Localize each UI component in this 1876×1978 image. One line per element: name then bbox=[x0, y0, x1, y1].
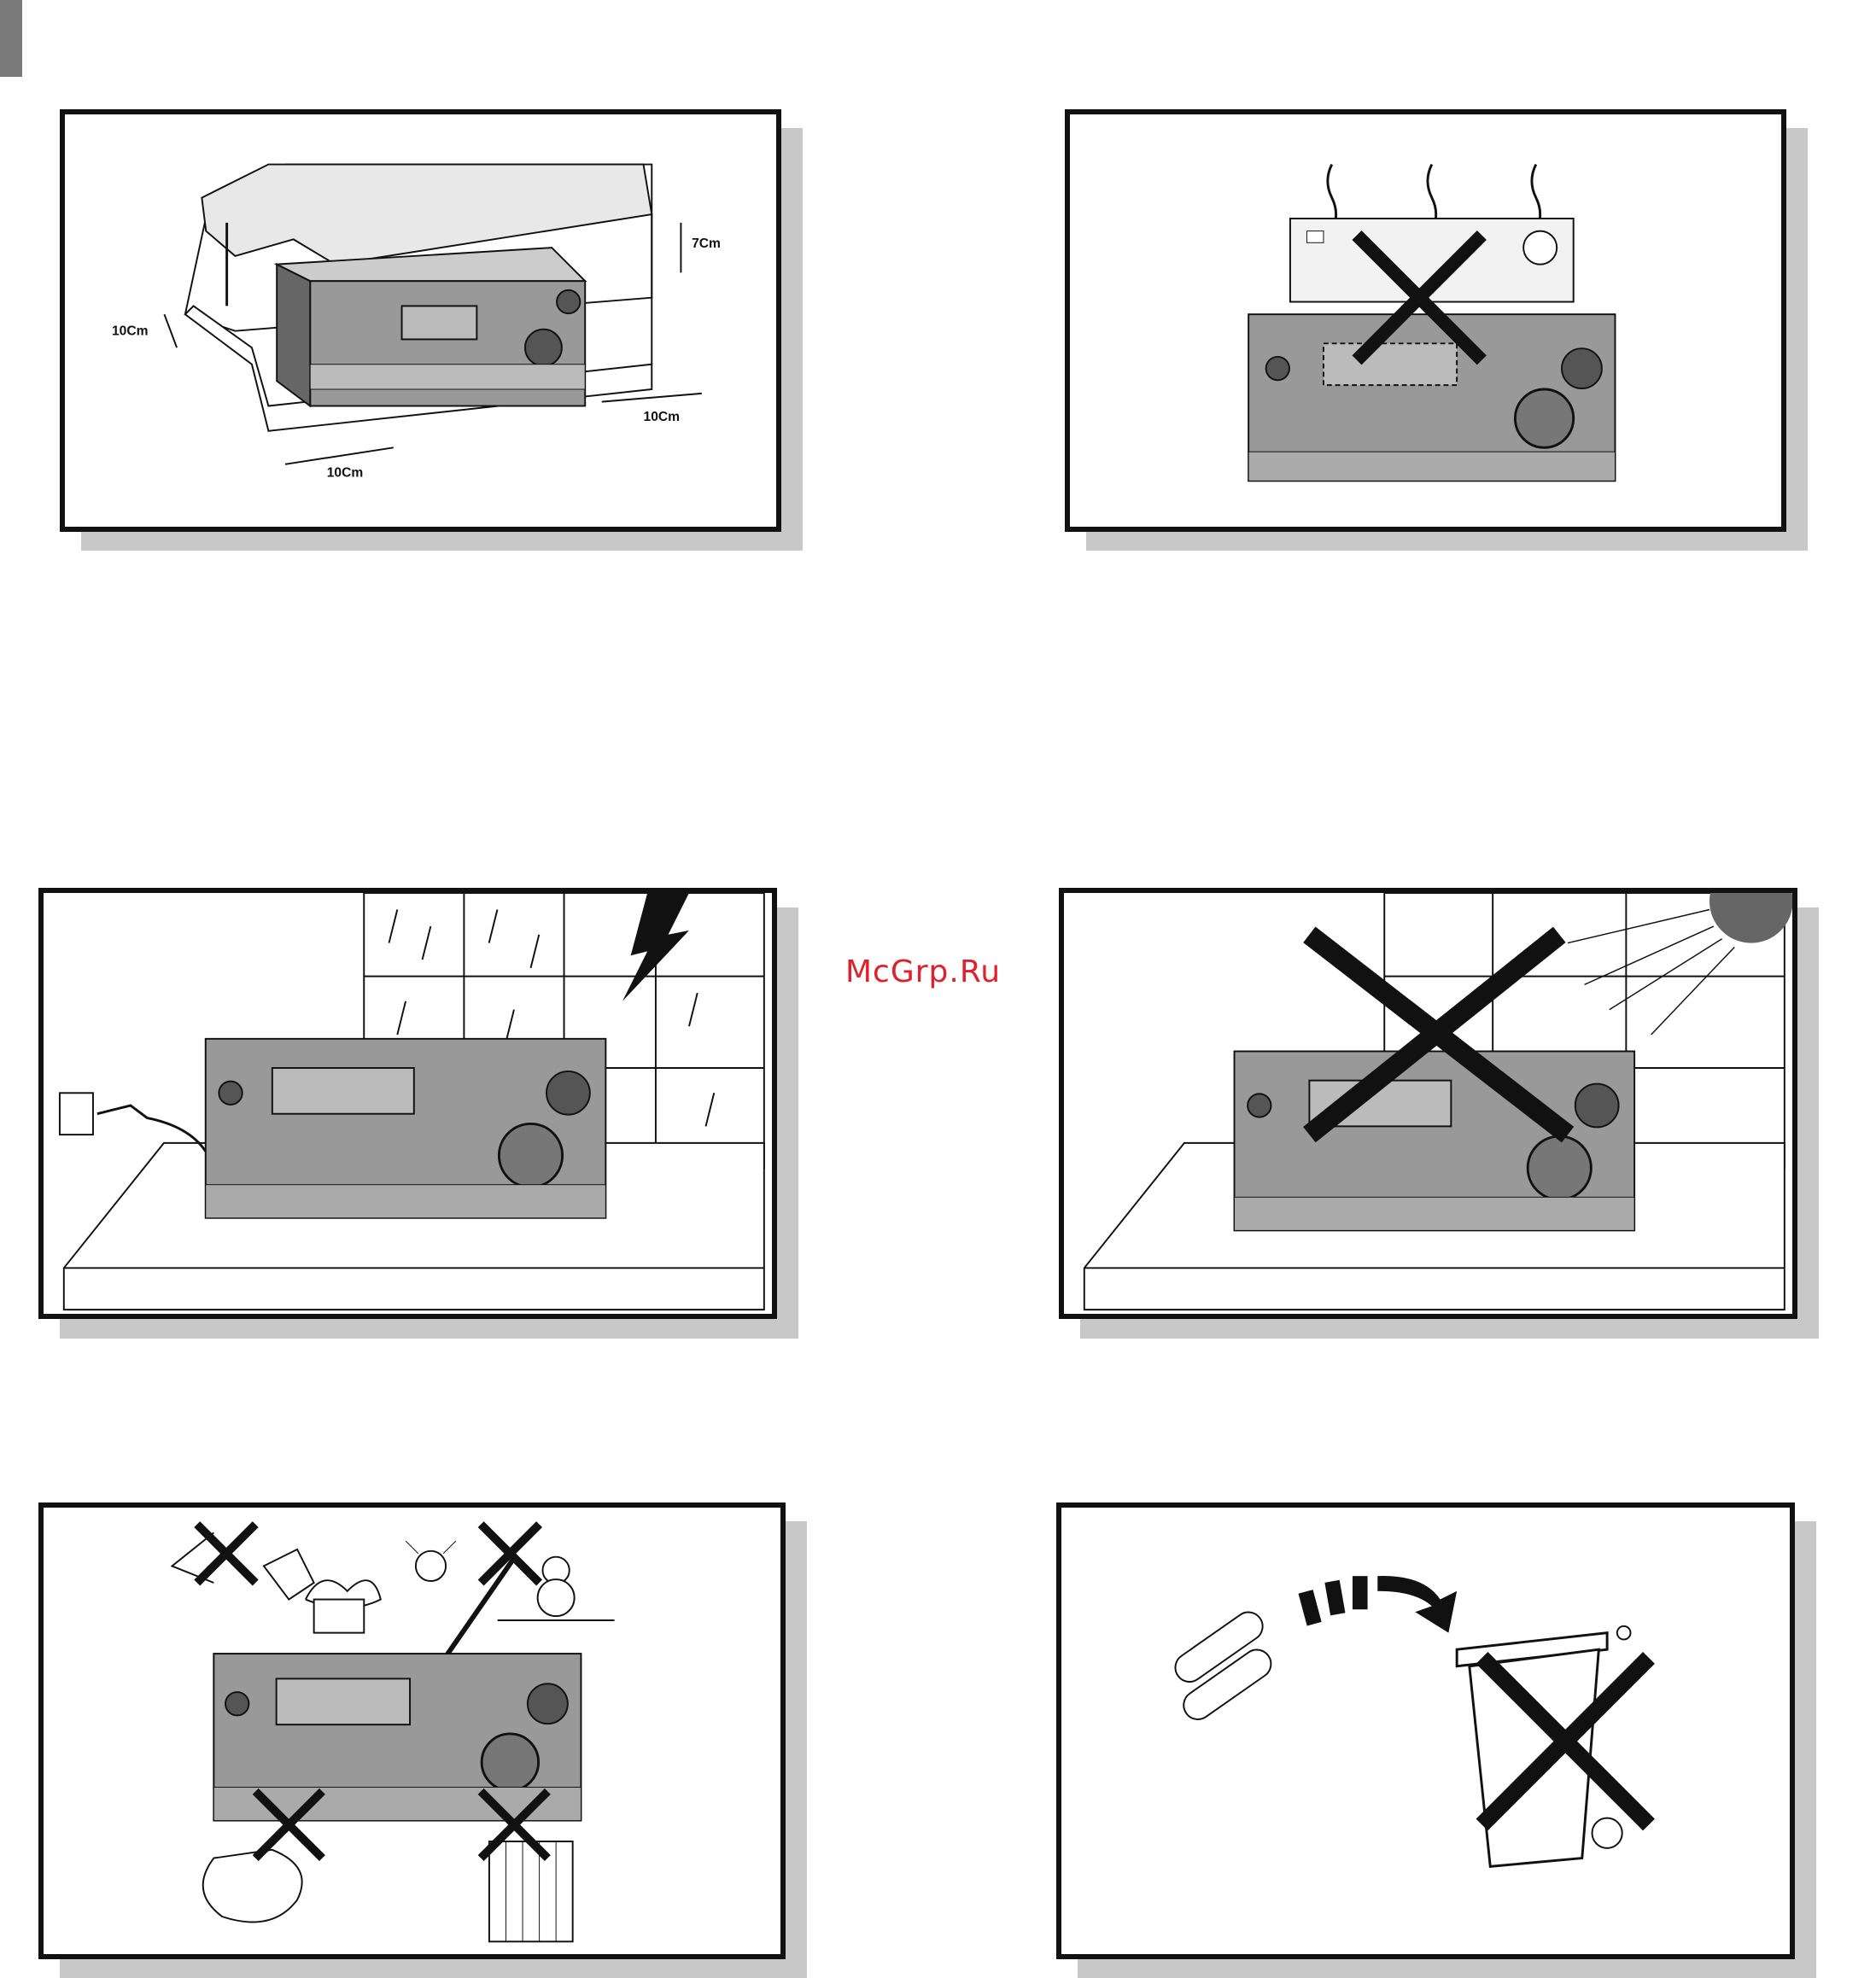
battery-disposal-illustration bbox=[1061, 1508, 1790, 1954]
stacking-illustration bbox=[1070, 114, 1781, 527]
sunlight-illustration bbox=[1064, 893, 1792, 1314]
heater-icon bbox=[203, 1850, 302, 1923]
plant-icon bbox=[306, 1580, 381, 1632]
panel-battery-disposal bbox=[1056, 1502, 1795, 1959]
thermometer-icon bbox=[439, 1558, 514, 1666]
panel-no-stacking-heat-sources bbox=[1065, 109, 1786, 532]
dimension-bottom-label: 10Cm bbox=[327, 465, 364, 480]
battery-icon bbox=[1170, 1607, 1277, 1725]
dimension-top-label: 7Cm bbox=[692, 236, 721, 251]
panel-avoid-moisture-heat-cold bbox=[38, 1502, 786, 1959]
panel-ventilation-clearance: 7Cm 10Cm 10Cm 10Cm bbox=[60, 109, 781, 532]
panel-avoid-direct-sunlight bbox=[1059, 888, 1797, 1319]
arrow-icon bbox=[1299, 1576, 1458, 1633]
snowman-icon bbox=[498, 1557, 615, 1620]
dimension-right-label: 10Cm bbox=[644, 410, 681, 424]
storm-illustration bbox=[44, 893, 772, 1314]
dimension-left-label: 10Cm bbox=[112, 324, 149, 339]
ventilation-illustration: 7Cm 10Cm 10Cm 10Cm bbox=[65, 114, 776, 527]
wall-outlet-icon bbox=[60, 1093, 93, 1135]
radiator-icon bbox=[489, 1841, 573, 1941]
page-edge-tab bbox=[0, 0, 22, 77]
sun-icon bbox=[406, 1541, 456, 1581]
watermark-text: McGrp.Ru bbox=[845, 954, 1001, 989]
panel-unplug-during-storm bbox=[38, 888, 777, 1319]
environment-illustration bbox=[44, 1508, 780, 1954]
